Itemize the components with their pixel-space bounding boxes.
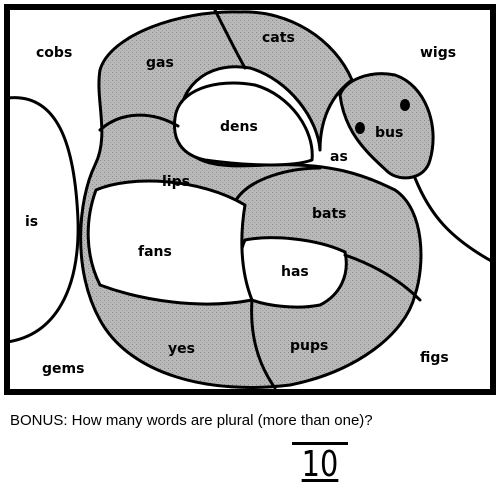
word-as: as [330,149,348,165]
word-is: is [25,214,38,230]
bonus-question: BONUS: How many words are plural (more t… [10,412,373,429]
word-figs: figs [420,350,449,366]
snake-eye-right [400,99,410,111]
word-pups: pups [290,338,328,354]
word-dens: dens [220,119,258,135]
answer-overline [292,442,348,445]
bonus-answer: 10 [301,444,339,485]
fans-region-outline [86,179,254,306]
word-yes: yes [168,341,195,357]
word-cats: cats [262,30,295,46]
snake-segment-line-1 [213,8,247,70]
right-region-outline [413,176,493,264]
word-lips: lips [162,174,190,190]
puzzle-frame [4,4,496,395]
snake-head [338,72,435,180]
word-bus: bus [375,125,403,141]
word-wigs: wigs [420,45,456,61]
word-bats: bats [312,206,347,222]
word-gas: gas [146,55,174,71]
left-region-outline [7,96,80,344]
snake-puzzle-picture: cobs gas cats wigs dens bus as is lips b… [4,4,496,395]
snake-segment-line-5 [250,298,277,390]
snake-segment-line-2 [98,113,180,132]
word-fans: fans [138,244,172,260]
word-gems: gems [42,361,84,377]
word-has: has [281,264,309,280]
bonus-answer-box: 10 [292,442,348,483]
word-cobs: cobs [36,45,72,61]
dens-region-outline [172,81,314,167]
snake-segment-line-4 [343,253,422,302]
snake-eye-left [355,122,365,134]
snake-segment-line-3 [234,166,322,202]
